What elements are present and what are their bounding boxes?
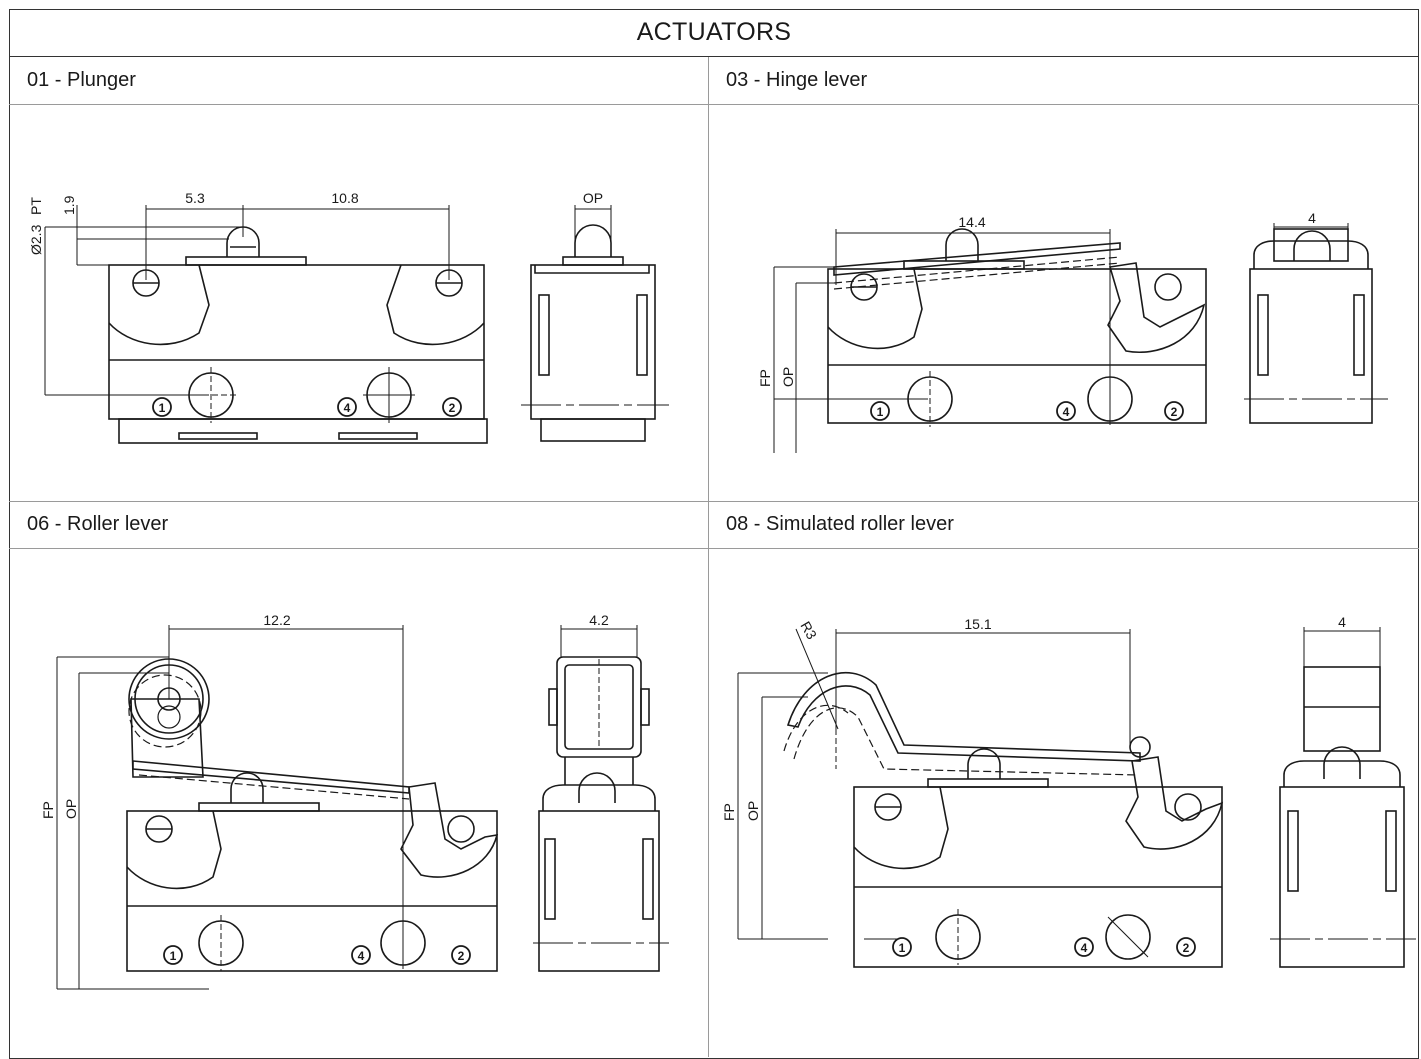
terminal-number: 2 [1183,941,1190,955]
body-cutout [853,786,949,870]
terminal-marker [451,945,471,965]
dimension-label: PT [28,197,44,215]
side-plunger [574,224,612,257]
terminal-marker [163,945,183,965]
dimension-label: 15.1 [964,616,991,632]
terminal-number: 2 [458,949,465,963]
dimension-label: 1.9 [61,195,77,215]
row-divider [9,501,1419,502]
panel-title: 01 - Plunger [9,57,708,105]
body-cutout [126,810,222,890]
panel-title: 03 - Hinge lever [708,57,1419,105]
terminal-marker [892,937,912,957]
terminal-marker [351,945,371,965]
top-plate [927,778,1049,788]
side-body [1279,786,1405,968]
hinge-lever-drawing: 1 4 2 14.4 FP OP 4 [757,210,1388,453]
terminal-marker [152,397,172,417]
dimension-label: 14.4 [958,214,985,230]
lever-hinge [400,782,499,878]
panel-hinge-lever: 03 - Hinge lever 1 4 2 14.4 FP OP [708,57,1419,501]
terminal-number: 2 [449,401,456,415]
terminal-number: 4 [358,949,365,963]
terminal-number: 1 [170,949,177,963]
roller-bracket [130,698,204,778]
dimension-label: FP [40,801,56,819]
lever-hinge [1125,756,1224,850]
body-cutout [108,264,210,346]
body-cutout [386,264,485,346]
dimension-label: OP [63,799,79,819]
dimension-label: R3 [797,619,820,643]
dimension-label: 12.2 [263,612,290,628]
mounting-hole [1174,793,1202,821]
terminal-marker [1056,401,1076,421]
dimension-label: 4 [1308,210,1316,226]
dimension-label: 4.2 [589,612,609,628]
switch-body [126,810,498,972]
simulated-roller-lever-drawing: R3 1 4 2 15.1 FP OP 4 [721,614,1416,968]
dimension-label: OP [780,367,796,387]
mounting-hole [1154,273,1182,301]
panel-title: 06 - Roller lever [9,501,708,549]
dimension-label: OP [583,190,603,206]
terminal-number: 2 [1171,405,1178,419]
dimension-label: 4 [1338,614,1346,630]
lever-hinge [1107,262,1206,353]
panel-simulated-roller-lever: 08 - Simulated roller lever R3 1 4 2 15.… [708,501,1419,1046]
base-slot [338,432,418,440]
side-body [538,810,660,972]
terminal-number: 1 [899,941,906,955]
dimension-label: FP [757,369,773,387]
plunger-button [967,748,1001,779]
terminal-number: 4 [344,401,351,415]
base-slot [178,432,258,440]
terminal-marker [442,397,462,417]
panel-plunger: 01 - Plunger 1 4 2 [9,57,708,501]
terminal-number: 4 [1081,941,1088,955]
plunger-drawing: 1 4 2 5.3 10.8 Ø2.3 PT 1.9 OP [28,190,669,444]
roller-lever-drawing: 1 4 2 12.2 FP OP 4.2 [40,612,669,990]
dimension-label: 10.8 [331,190,358,206]
figure-title: ACTUATORS [9,9,1419,57]
side-body [1249,268,1373,424]
terminal-marker [337,397,357,417]
side-lever [1273,228,1349,262]
terminal-number: 1 [159,401,166,415]
side-base [540,418,646,442]
dimension-label: Ø2.3 [28,224,44,255]
panel-title: 08 - Simulated roller lever [708,501,1419,549]
switch-base [118,418,488,444]
column-divider [708,57,709,1057]
top-plate [185,256,307,266]
switch-body [827,268,1207,424]
terminal-marker [1176,937,1196,957]
body-cutout [827,268,923,350]
terminal-marker [1164,401,1184,421]
terminal-marker [870,401,890,421]
dimension-label: 5.3 [185,190,205,206]
panel-roller-lever: 06 - Roller lever 1 4 2 12.2 [9,501,708,1046]
mounting-hole [447,815,475,843]
dimension-label: FP [721,803,737,821]
terminal-marker [1074,937,1094,957]
plunger-button [230,772,264,803]
simulated-roller-arm [786,671,1141,762]
dimension-label: OP [745,801,761,821]
side-lever [1303,666,1381,752]
terminal-hole [1105,914,1151,960]
terminal-number: 4 [1063,405,1070,419]
terminal-number: 1 [877,405,884,419]
switch-body [853,786,1223,968]
switch-body [108,264,485,420]
lever-arm [833,242,1121,276]
top-plate [198,802,320,812]
plunger-button [945,228,979,261]
top-plate [903,260,1025,270]
